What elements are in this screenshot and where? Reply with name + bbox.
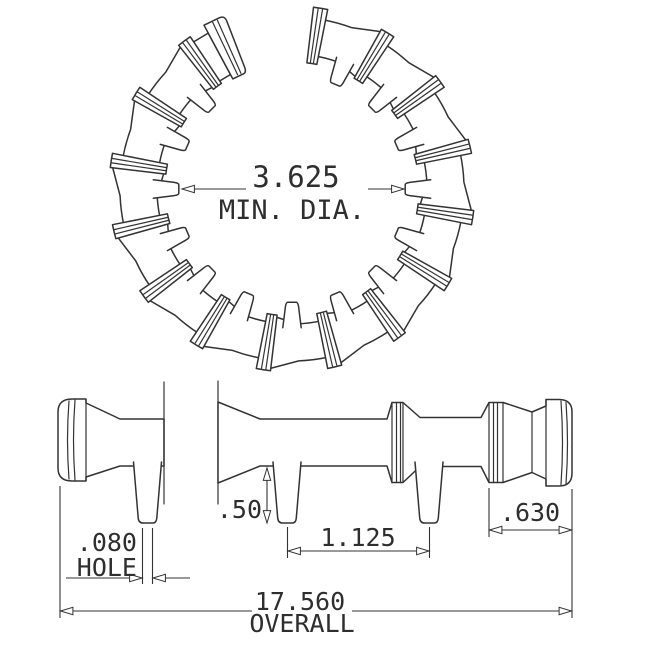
ring-flange [139,258,194,304]
ring-flange [390,74,445,120]
ring-flange-lines [111,157,167,172]
left-end-cap-body [57,398,165,482]
ring-peg [367,83,398,114]
spacing-value: 1.125 [320,523,395,552]
middle-peg-1 [272,461,302,524]
peg-length-value: .50 [217,495,262,524]
ring-view [109,6,475,372]
ring-peg [394,126,425,152]
flange-detail-lines [391,398,569,487]
ring-flange-lines [182,40,219,87]
ring-flange-lines [309,8,324,64]
overall-label: OVERALL [249,609,354,638]
ring-peg [186,264,217,295]
middle-strand-body [217,398,573,487]
ring-peg [159,226,190,252]
ring-peg [186,83,217,114]
ring-flange [361,287,407,342]
ring-peg [394,226,425,252]
ring-flange-lines [356,32,390,82]
ring-peg [404,179,432,199]
ring-peg [159,126,190,152]
overall-value: 17.560 [255,587,345,616]
ring-flange-lines [394,79,441,116]
side-view [57,380,573,524]
endcap-value: .630 [500,498,560,527]
ring-peg [329,291,355,322]
left-end-cap-lines [66,398,87,482]
ring-flange [177,36,223,91]
ring-peg [367,264,398,295]
dimensions: .080 HOLE .50 1.125 .630 17.560 OVERALL [58,466,574,638]
ring-flange-lines [319,312,338,367]
ring-peg [152,179,180,199]
min-dia-value: 3.625 [252,160,339,194]
ring-flange-lines [415,143,470,162]
ring-peg [329,56,355,87]
ring-peg [229,291,255,322]
ring-flange-lines [143,262,190,299]
ring-peg [282,301,302,329]
left-peg [132,461,163,524]
ring-knob-cap-lines [212,19,242,76]
ring-flange-lines [135,91,185,125]
ring-flange-lines [260,314,275,370]
hole-label: HOLE [77,553,137,582]
middle-peg-2 [414,461,444,524]
ring-flange-lines [114,216,169,235]
ring-flange-lines [399,253,449,287]
hole-value: .080 [77,528,137,557]
min-dia-label: MIN. DIA. [219,195,365,226]
ring-flange-lines [194,296,228,346]
ring-flange-lines [417,206,473,221]
ring-flange-lines [365,291,402,338]
